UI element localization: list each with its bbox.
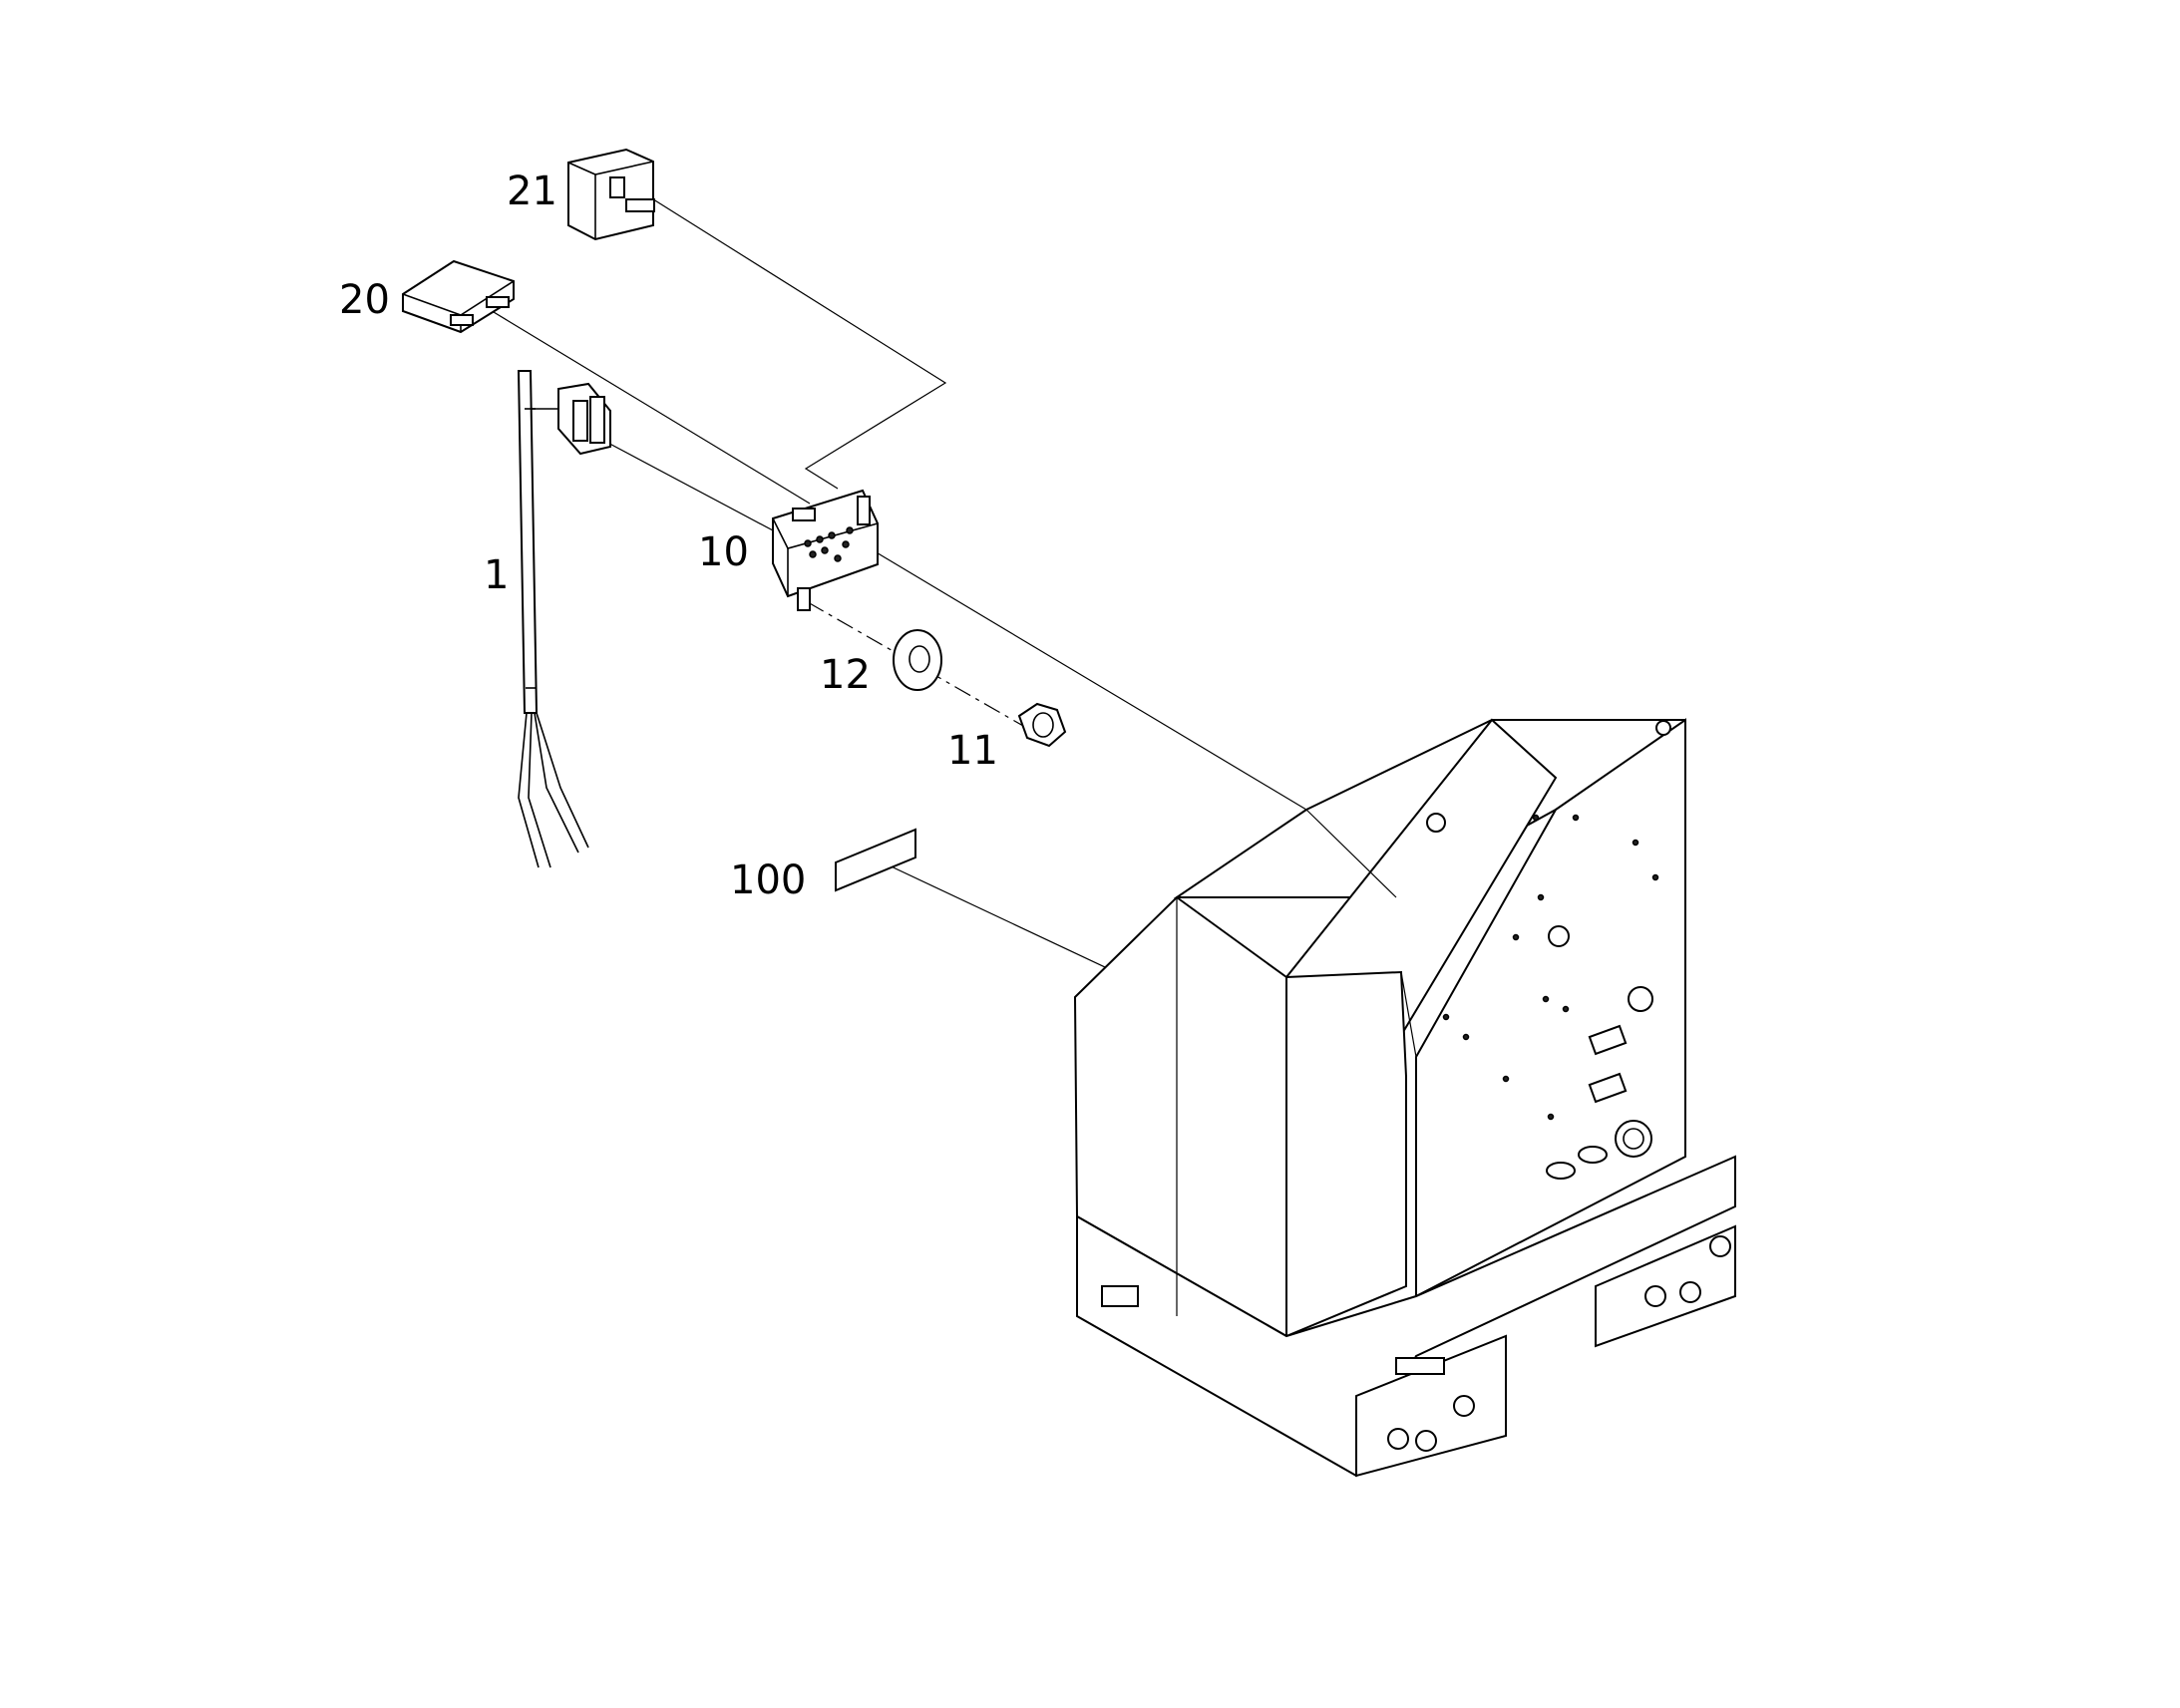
callout-washer: 12 (820, 652, 871, 698)
fuse-part (402, 259, 515, 334)
relay-part (567, 148, 655, 241)
callout-nut: 11 (947, 728, 998, 774)
callout-board: 10 (698, 529, 749, 575)
callout-harness: 1 (484, 552, 509, 598)
circuit-board-part (772, 489, 879, 611)
washer-part (893, 629, 942, 691)
bolt-group (1387, 1235, 1731, 1452)
label-part (835, 828, 916, 892)
callout-label: 100 (730, 857, 806, 903)
callout-fuse: 20 (339, 277, 390, 323)
harness-part (517, 370, 611, 868)
housing-part (1073, 718, 1736, 1478)
nut-part (1017, 702, 1067, 748)
callout-relay: 21 (507, 169, 557, 214)
